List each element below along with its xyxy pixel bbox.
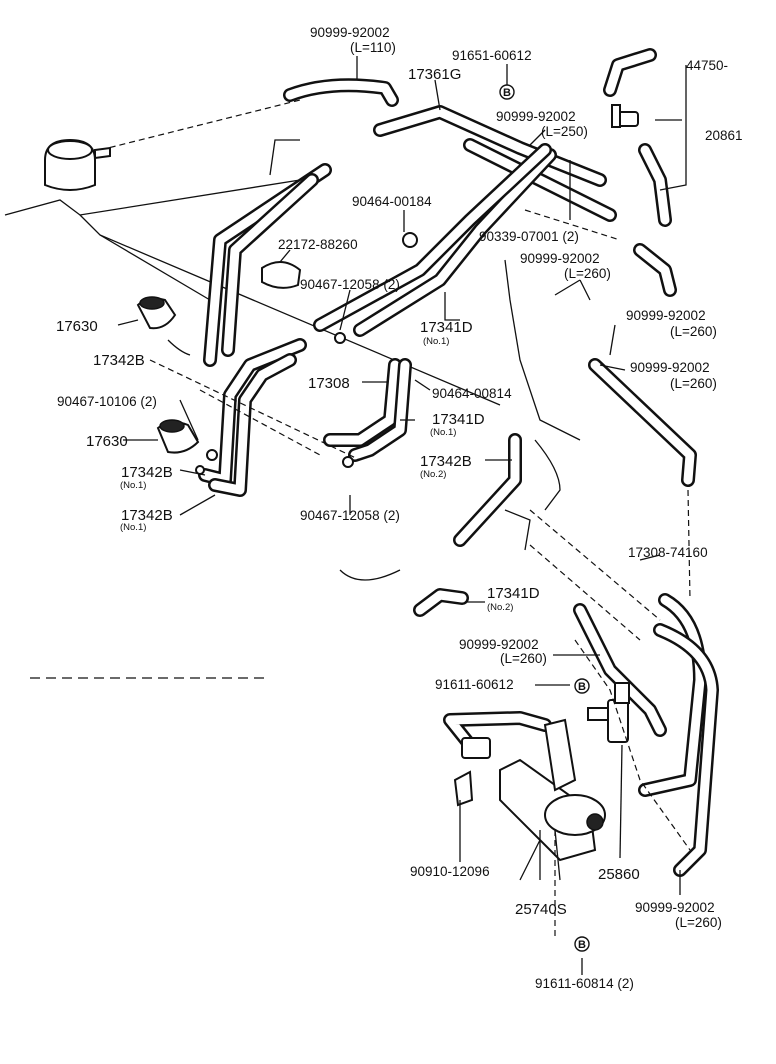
label-44750-b: 20861 (705, 128, 743, 143)
label-17630-b: 17630 (86, 433, 128, 450)
label-90339-07001: 90339-07001 (2) (479, 229, 579, 244)
label-90467-12058-a: 90467-12058 (2) (300, 277, 400, 292)
b-marker-top: B (503, 87, 511, 99)
label-90467-10106: 90467-10106 (2) (57, 394, 157, 409)
part-labels: 90999-92002 (L=110) 91651-60612 17361G 4… (56, 25, 743, 991)
label-l260-c: (L=260) (670, 376, 717, 391)
label-90999-92002-l260-d: 90999-92002 (459, 637, 539, 652)
hoses (198, 48, 719, 877)
label-90999-92002-l260-e: 90999-92002 (635, 900, 715, 915)
label-l260-d: (L=260) (500, 651, 547, 666)
label-91651-60612: 91651-60612 (452, 48, 532, 63)
label-l260-b: (L=260) (670, 324, 717, 339)
label-17308-74160: 17308-74160 (628, 545, 708, 560)
reference-circles: B B B (499, 84, 590, 952)
label-l260-e: (L=260) (675, 915, 722, 930)
label-22172-88260: 22172-88260 (278, 237, 358, 252)
label-90467-12058-b: 90467-12058 (2) (300, 508, 400, 523)
label-no1-d: (No.1) (120, 522, 146, 533)
charcoal-canister (44, 138, 111, 191)
label-90999-92002-l260-b: 90999-92002 (626, 308, 706, 323)
label-90999-92002-l250: 90999-92002 (496, 109, 576, 124)
body-outline (4, 99, 581, 679)
label-no1-c: (No.1) (120, 480, 146, 491)
label-90464-00184: 90464-00184 (352, 194, 432, 209)
label-90999-92002-l260-c: 90999-92002 (630, 360, 710, 375)
b-marker-middle: B (578, 681, 586, 693)
label-no2-a: (No.2) (420, 469, 446, 480)
label-44750-a: 44750- (686, 58, 728, 73)
label-17308: 17308 (308, 375, 350, 392)
label-17630-a: 17630 (56, 318, 98, 335)
label-17342b-no1-a: 17342B (121, 464, 173, 481)
small-parts (136, 104, 639, 862)
label-17342b-top: 17342B (93, 352, 145, 369)
label-25740s: 25740S (515, 901, 567, 918)
label-l250: (L=250) (541, 124, 588, 139)
label-25860: 25860 (598, 866, 640, 883)
label-90999-92002-l110: 90999-92002 (310, 25, 390, 40)
label-91611-60612: 91611-60612 (435, 677, 514, 692)
label-17342b-no2: 17342B (420, 453, 472, 470)
label-l260-a: (L=260) (564, 266, 611, 281)
label-91611-60814: 91611-60814 (2) (535, 976, 634, 991)
label-90910-12096: 90910-12096 (410, 864, 490, 879)
label-90464-00814: 90464-00814 (432, 386, 512, 401)
label-90999-92002-l260-a: 90999-92002 (520, 251, 600, 266)
label-17361g: 17361G (408, 66, 461, 83)
label-no2-b: (No.2) (487, 602, 513, 613)
label-l110: (L=110) (350, 40, 396, 55)
b-marker-bottom: B (578, 939, 586, 951)
leader-lines (117, 56, 691, 975)
label-no1-b: (No.1) (430, 427, 456, 438)
label-17342b-no1-b: 17342B (121, 507, 173, 524)
label-no1-a: (No.1) (423, 336, 449, 347)
label-17341d-no1-a: 17341D (420, 319, 473, 336)
label-17341d-no1-b: 17341D (432, 411, 485, 428)
label-17341d-no2: 17341D (487, 585, 540, 602)
